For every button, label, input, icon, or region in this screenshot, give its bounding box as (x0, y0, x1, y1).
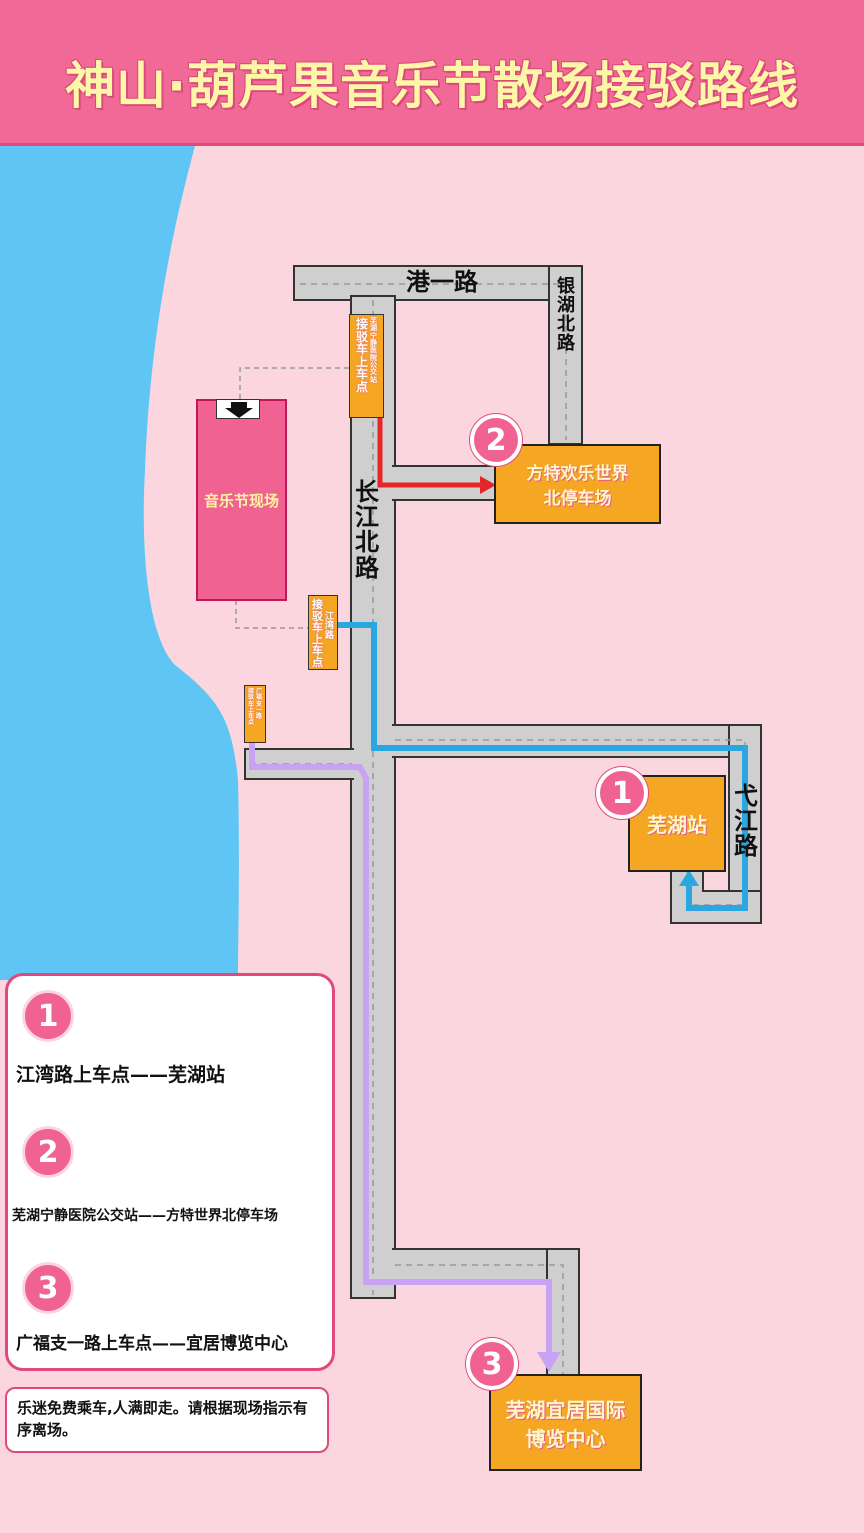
legend-badge-3: 3 (22, 1262, 74, 1314)
destination-fangte: 方特欢乐世界 北停车场 (494, 444, 661, 524)
destination-badge-2: 2 (470, 414, 522, 466)
route-legend: 1 江湾路上车点——芜湖站 2 芜湖宁静医院公交站——方特世界北停车场 3 广福… (5, 973, 335, 1371)
header-banner: 神山·葫芦果音乐节散场接驳路线 (0, 0, 864, 146)
road-label-changjiang: 长江北路 (355, 478, 379, 582)
road-label-yijiang: 弋江路 (734, 782, 758, 861)
pickup-label: 接驳车上车点 (356, 317, 369, 394)
boarding-note: 乐迷免费乘车,人满即走。请根据现场指示有序离场。 (5, 1387, 329, 1453)
route-2-line (377, 416, 485, 488)
river-water (0, 146, 239, 980)
pickup-point-hospital: 接驳车上车点 芜湖宁静医院公交站 (349, 314, 384, 418)
road-label-gangyi: 港一路 (406, 268, 478, 296)
pickup-sub: 江湾路 (325, 612, 335, 641)
page-title: 神山·葫芦果音乐节散场接驳路线 (65, 57, 799, 115)
legend-text-3: 广福支一路上车点——宜居博览中心 (16, 1334, 288, 1354)
legend-badge-2: 2 (22, 1126, 74, 1178)
pickup-point-jiangwan: 接驳车上车点 江湾路 (308, 595, 338, 670)
pickup-point-guangfu: 接驳车上车点 广福支一路 (244, 685, 266, 743)
route-1-arrowhead (679, 870, 699, 886)
destination-fangte-line2: 北停车场 (543, 489, 612, 509)
road-gangyi (293, 265, 583, 301)
destination-expo-line1: 芜湖宜居国际 (505, 1397, 626, 1422)
venue-exit (216, 399, 260, 419)
down-arrow-icon (225, 402, 253, 418)
destination-badge-1: 1 (596, 767, 648, 819)
pickup-sub: 芜湖宁静医院公交站 (370, 317, 377, 384)
legend-badge-1: 1 (22, 990, 74, 1042)
destination-wuhu-station-label: 芜湖站 (647, 813, 707, 837)
destination-badge-3: 3 (466, 1338, 518, 1390)
route-2-arrowhead (480, 476, 496, 494)
legend-text-2: 芜湖宁静医院公交站——方特世界北停车场 (12, 1208, 278, 1224)
venue-label: 音乐节现场 (203, 491, 279, 510)
destination-expo-center: 芜湖宜居国际 博览中心 (489, 1374, 642, 1471)
route-1-line (338, 622, 748, 911)
pickup-label: 接驳车上车点 (248, 688, 255, 727)
pickup-sub: 广福支一路 (256, 688, 263, 721)
destination-expo-line2: 博览中心 (525, 1426, 606, 1451)
festival-venue: 音乐节现场 (196, 399, 287, 601)
road-yijiang-horizontal (392, 724, 762, 758)
destination-fangte-line1: 方特欢乐世界 (526, 464, 629, 484)
legend-text-1: 江湾路上车点——芜湖站 (16, 1064, 226, 1086)
route-3-line (249, 698, 552, 1360)
pickup-label: 接驳车上车点 (312, 598, 323, 669)
road-label-yinhu: 银湖北路 (557, 276, 575, 354)
route-3-arrowhead (537, 1352, 561, 1372)
